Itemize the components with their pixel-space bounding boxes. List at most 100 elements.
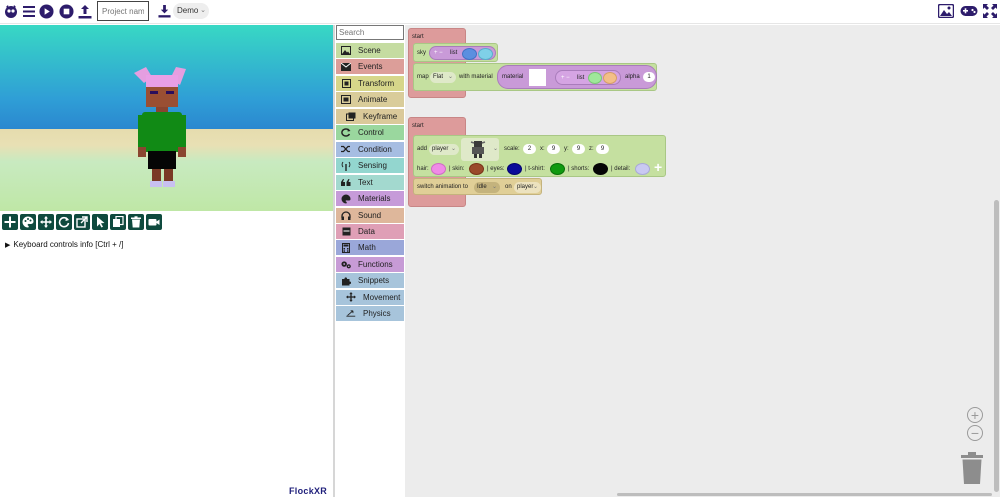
image-icon bbox=[341, 46, 351, 56]
menu-icon[interactable] bbox=[21, 3, 37, 19]
project-name-input[interactable] bbox=[97, 1, 149, 21]
category-animate[interactable]: Animate bbox=[336, 92, 404, 108]
material-color-list-block[interactable]: + − list bbox=[555, 70, 621, 85]
keyboard-controls-info[interactable]: ▶Keyboard controls info [Ctrl + /] bbox=[5, 240, 123, 249]
category-label: Snippets bbox=[358, 276, 390, 286]
category-label: Transform bbox=[358, 78, 395, 88]
color-swatch-green[interactable] bbox=[588, 72, 602, 84]
category-events[interactable]: Events bbox=[336, 59, 404, 75]
start-label: start bbox=[412, 123, 424, 129]
workspace-vertical-scrollbar[interactable] bbox=[994, 200, 999, 492]
material-block[interactable]: material + − list alpha 1 bbox=[497, 65, 657, 89]
category-scene[interactable]: Scene bbox=[336, 43, 404, 58]
hair-color-swatch[interactable] bbox=[431, 163, 446, 175]
fullscreen-icon[interactable] bbox=[982, 3, 998, 19]
map-label: map bbox=[417, 74, 429, 80]
play-icon[interactable] bbox=[38, 3, 54, 19]
project-select[interactable]: Demo ⌄ bbox=[173, 3, 209, 19]
category-transform[interactable]: Transform bbox=[336, 75, 404, 91]
skin-color-swatch[interactable] bbox=[469, 163, 484, 175]
shorts-color-swatch[interactable] bbox=[593, 163, 608, 175]
character-name-dropdown[interactable]: player⌄ bbox=[429, 144, 459, 155]
category-snippets[interactable]: Snippets bbox=[336, 273, 404, 289]
zoom-in-icon[interactable]: + bbox=[967, 407, 983, 423]
panel-divider[interactable] bbox=[333, 25, 335, 497]
add-icon[interactable] bbox=[2, 214, 18, 230]
character-name-value: player bbox=[432, 146, 449, 152]
trash-icon[interactable] bbox=[961, 452, 983, 486]
list-label: list bbox=[577, 75, 585, 81]
category-functions[interactable]: Functions bbox=[336, 256, 404, 272]
color-swatch-orange[interactable] bbox=[603, 72, 617, 84]
move-arrows-icon[interactable] bbox=[38, 214, 54, 230]
sky-block[interactable]: sky + − list bbox=[413, 43, 498, 62]
x-input[interactable]: 9 bbox=[547, 144, 560, 154]
category-sensing[interactable]: Sensing bbox=[336, 158, 404, 174]
move-icon bbox=[346, 292, 356, 303]
cogs-icon bbox=[341, 259, 351, 269]
database-icon bbox=[341, 226, 351, 236]
block-workspace[interactable]: start sky + − list map Flat⌄ with materi… bbox=[405, 25, 1000, 497]
category-keyframe[interactable]: Keyframe bbox=[336, 108, 404, 124]
duplicate-icon[interactable] bbox=[110, 214, 126, 230]
eyes-color-swatch[interactable] bbox=[507, 163, 522, 175]
disclosure-triangle-icon: ▶ bbox=[5, 242, 11, 249]
switch-animation-block[interactable]: switch animation to Idle⌄ on player⌄ bbox=[413, 178, 542, 195]
scale-icon[interactable] bbox=[74, 214, 90, 230]
color-swatch-sky-1[interactable] bbox=[462, 48, 477, 60]
select-pointer-icon[interactable] bbox=[92, 214, 108, 230]
camera-icon[interactable] bbox=[146, 214, 162, 230]
category-materials[interactable]: Materials bbox=[336, 191, 404, 207]
zoom-out-icon[interactable]: − bbox=[967, 425, 983, 441]
palette-icon bbox=[341, 194, 351, 204]
z-input[interactable]: 9 bbox=[596, 144, 609, 154]
delete-icon[interactable] bbox=[128, 214, 144, 230]
y-input[interactable]: 9 bbox=[572, 144, 585, 154]
upload-icon[interactable] bbox=[77, 3, 93, 19]
category-movement[interactable]: Movement bbox=[336, 289, 404, 305]
category-text[interactable]: Text bbox=[336, 174, 404, 190]
category-math[interactable]: Math bbox=[336, 240, 404, 256]
alpha-input[interactable]: 1 bbox=[643, 72, 655, 82]
scene-viewport[interactable] bbox=[0, 25, 333, 211]
animation-dropdown[interactable]: Idle⌄ bbox=[474, 182, 500, 193]
category-condition[interactable]: Condition bbox=[336, 141, 404, 157]
map-type-dropdown[interactable]: Flat⌄ bbox=[430, 72, 456, 83]
gamepad-icon[interactable] bbox=[960, 3, 978, 19]
animation-value: Idle bbox=[477, 184, 487, 190]
sky-list-block[interactable]: + − list bbox=[429, 46, 496, 60]
download-icon[interactable] bbox=[156, 3, 172, 19]
block-search-input[interactable] bbox=[336, 25, 404, 40]
image-icon[interactable] bbox=[938, 3, 954, 19]
scale-label: scale: bbox=[504, 146, 520, 152]
detail-color-swatch[interactable] bbox=[635, 163, 650, 175]
add-label: add bbox=[417, 146, 428, 152]
category-physics[interactable]: Physics bbox=[336, 306, 404, 322]
list-add-remove-buttons[interactable]: + − bbox=[434, 50, 443, 56]
workspace-horizontal-scrollbar[interactable] bbox=[617, 493, 992, 496]
add-character-block[interactable]: add player⌄ ⌄ scale: 2 x: 9 y: 9 z: 9 ha… bbox=[413, 135, 666, 177]
tshirt-color-swatch[interactable] bbox=[550, 163, 565, 175]
material-texture-swatch[interactable] bbox=[529, 69, 546, 86]
detail-label: | detail: bbox=[611, 166, 631, 172]
stop-icon[interactable] bbox=[58, 3, 74, 19]
keyframe-icon bbox=[346, 111, 356, 121]
category-data[interactable]: Data bbox=[336, 223, 404, 239]
palette-icon[interactable] bbox=[20, 214, 36, 230]
add-detail-icon[interactable]: + bbox=[654, 159, 663, 175]
envelope-icon bbox=[341, 62, 351, 72]
flock-logo-icon[interactable] bbox=[3, 3, 19, 19]
list-add-remove-buttons[interactable]: + − bbox=[561, 75, 570, 81]
rotate-icon[interactable] bbox=[56, 214, 72, 230]
category-label: Control bbox=[358, 128, 384, 138]
scale-input[interactable]: 2 bbox=[523, 144, 536, 154]
material-label: material bbox=[502, 74, 524, 80]
category-control[interactable]: Control bbox=[336, 125, 404, 141]
category-label: Keyframe bbox=[363, 111, 398, 121]
color-swatch-sky-2[interactable] bbox=[478, 48, 493, 60]
category-sound[interactable]: Sound bbox=[336, 207, 404, 223]
animation-target-dropdown[interactable]: player⌄ bbox=[514, 182, 541, 193]
map-block[interactable]: map Flat⌄ with material material + − lis… bbox=[413, 63, 657, 91]
x-label: x: bbox=[540, 146, 545, 152]
character-model-picker[interactable]: ⌄ bbox=[461, 138, 499, 161]
